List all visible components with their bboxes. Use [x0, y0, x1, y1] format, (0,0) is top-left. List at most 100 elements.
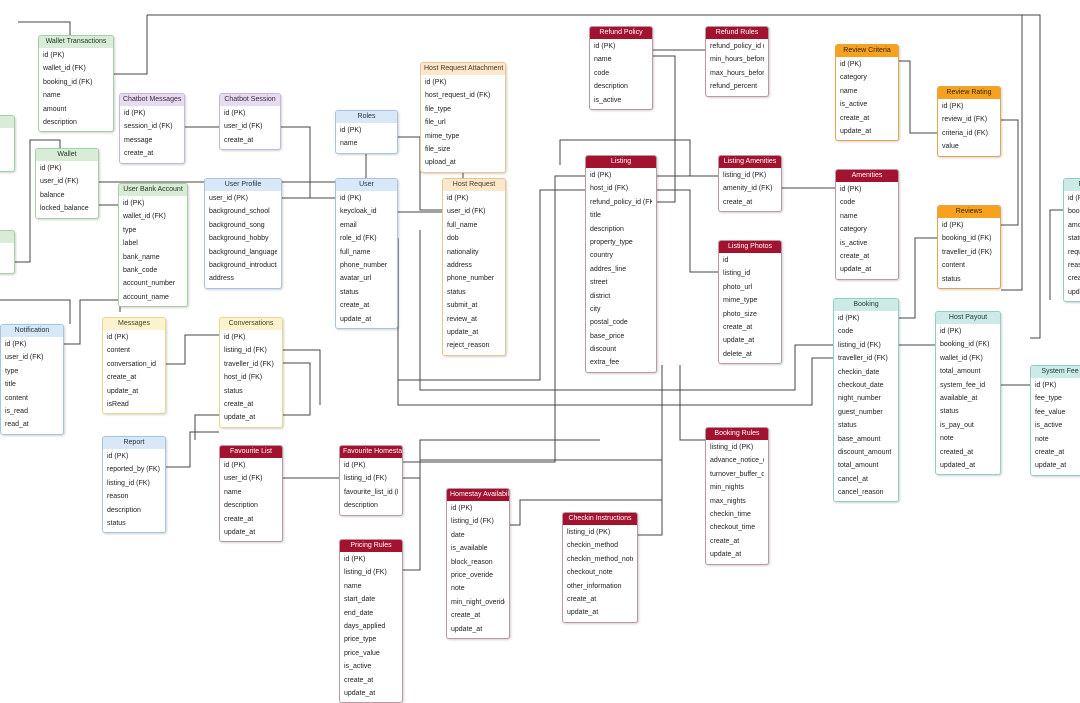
relationship-line: [166, 431, 219, 468]
entity-field: district: [590, 292, 611, 300]
field-list: listing_id (PK)advance_notice_daysturnov…: [706, 440, 768, 564]
entity-field: cancel_reason: [838, 489, 884, 497]
entity-field: wallet_id (FK): [123, 213, 166, 221]
entity-field: category: [840, 226, 867, 234]
entity-field: update_at: [447, 328, 479, 336]
entity-field: type: [5, 367, 19, 375]
entity-title: Listing Amenities: [719, 156, 781, 168]
entity-field: id (PK): [940, 328, 962, 335]
entity-field: host_request_id (FK): [425, 92, 491, 100]
entity-field: update_at: [224, 414, 256, 422]
entity-field: country: [590, 252, 613, 260]
entity-field: start_date: [344, 596, 376, 604]
entity-field: user_id (FK): [447, 208, 486, 216]
entity-field: submit_at: [447, 302, 478, 310]
entity-field: note: [451, 585, 465, 593]
entity-field: updated_at: [940, 461, 976, 469]
entity-field: update_at: [710, 551, 742, 559]
entity-field: fee_type: [1035, 395, 1062, 403]
entity-field: mime_type: [425, 132, 460, 140]
entity-partial-left-top[interactable]: de: [0, 115, 15, 173]
entity-field: id: [723, 257, 729, 264]
entity-field: mime_type: [723, 297, 758, 305]
relationship-line: [398, 189, 585, 381]
entity-field: code: [838, 328, 854, 336]
entity-title: Reviews: [938, 206, 1000, 218]
entity-title: Host Payout: [936, 312, 1000, 324]
entity-field: id (P: [1068, 195, 1080, 202]
entity-partial-left-mid[interactable]: ount: [0, 230, 15, 274]
entity-field: id (PK): [840, 186, 862, 193]
entity-field: description: [344, 502, 378, 510]
entity-field: status: [942, 275, 961, 283]
entity-field: background_school: [209, 208, 270, 216]
entity-field: status: [940, 408, 959, 416]
relationship-line: [147, 14, 1041, 339]
entity-field: price_value: [344, 649, 380, 657]
relationship-line: [899, 237, 937, 319]
entity-field: traveller_id (FK): [224, 360, 274, 368]
entity-field: is_read: [5, 407, 28, 415]
entity-field: listing_id (FK): [838, 341, 881, 349]
entity-homestay-availability[interactable]: Homestay Availabilityid (PK)listing_id (…: [446, 488, 510, 639]
entity-field: background_introduction: [209, 261, 277, 269]
entity-field: update_at: [840, 266, 872, 274]
entity-title: Booking Rules: [706, 428, 768, 440]
entity-partial-right-top[interactable]: Reid (Pbookamostaturequreascreatupda: [1063, 178, 1080, 303]
relationship-line: [397, 238, 833, 406]
entity-field: upda: [1068, 288, 1080, 296]
entity-field: listing_id (FK): [344, 475, 387, 483]
entity-field: checkin_date: [838, 368, 880, 376]
field-list: id (PK)review_id (FK)criteria_id (FK)val…: [938, 99, 1000, 156]
entity-field: [0, 244, 10, 257]
field-list: de: [0, 128, 14, 171]
entity-field: host_id (FK): [224, 374, 263, 382]
entity-field: [0, 129, 10, 142]
entity-field: id (PK): [224, 462, 246, 469]
entity-field: dob: [447, 235, 459, 243]
entity-field: is_available: [451, 545, 488, 553]
entity-field: checkout_time: [710, 524, 756, 532]
entity-title: Wallet Transactions: [39, 36, 113, 48]
entity-field: checkin_time: [710, 510, 751, 518]
entity-title: Messages: [103, 318, 165, 330]
entity-title: Wallet: [36, 149, 98, 161]
entity-field: max_hours_before: [710, 69, 764, 77]
